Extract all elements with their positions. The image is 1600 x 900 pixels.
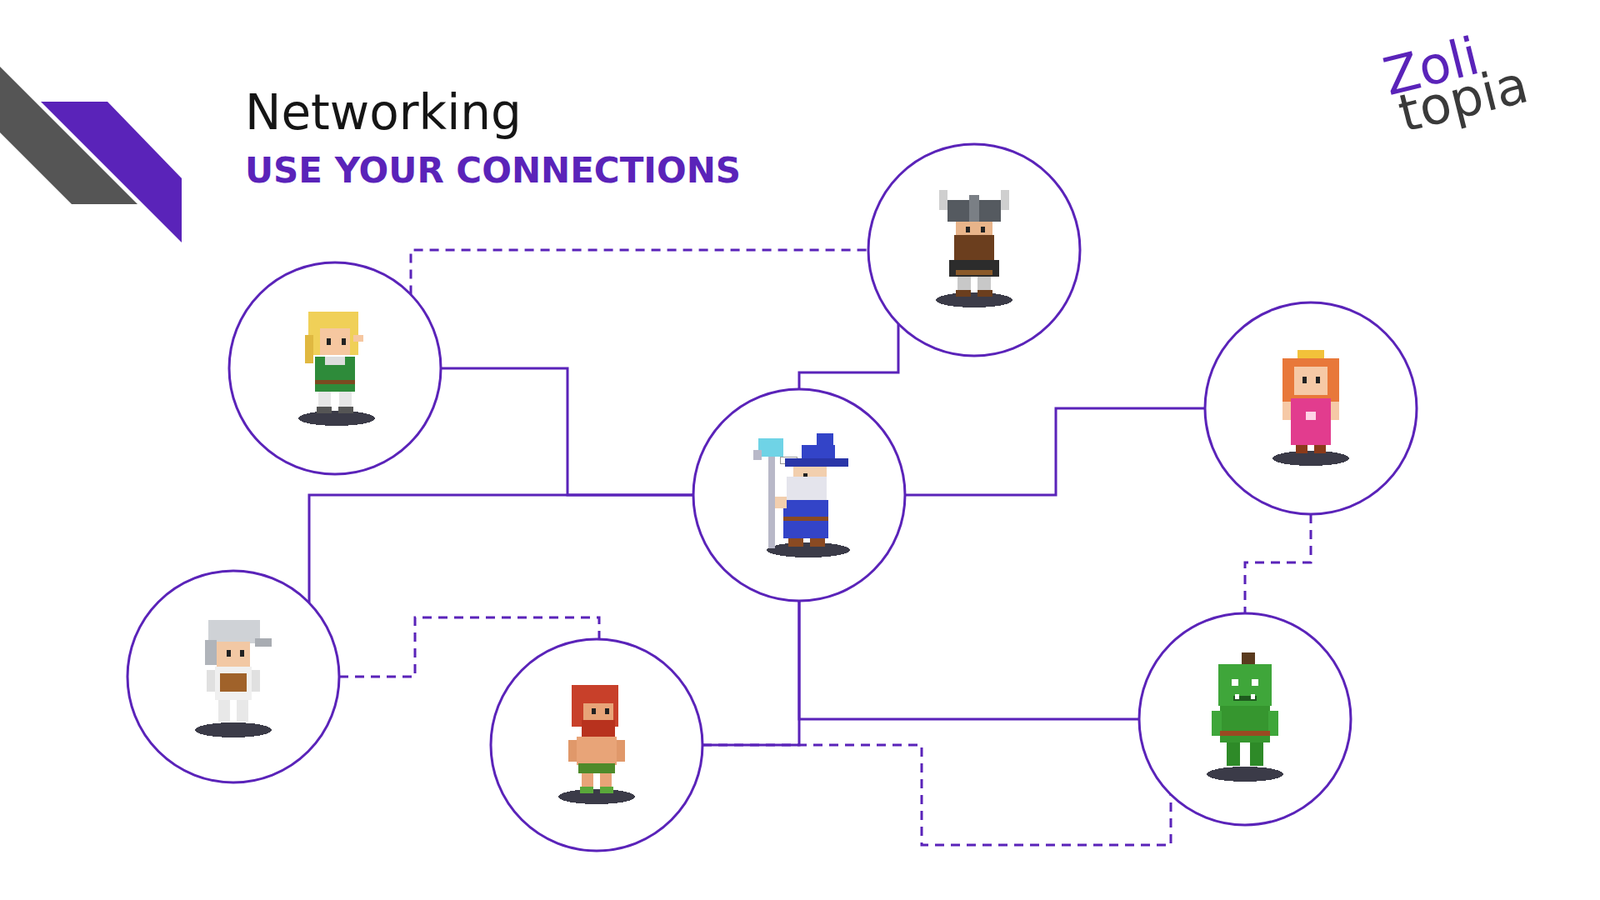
princess-circle <box>1203 300 1419 516</box>
connector-line <box>905 408 1205 495</box>
circle-outline <box>1137 611 1353 827</box>
circle-border <box>1205 302 1417 515</box>
viking-circle <box>866 142 1082 358</box>
purple-stripe <box>40 101 182 243</box>
barbarian-circle <box>489 637 705 853</box>
circle-outline <box>489 637 705 853</box>
dashed-connector <box>339 617 600 677</box>
subtitle: USE YOUR CONNECTIONS <box>245 151 741 190</box>
circle-border <box>868 144 1080 356</box>
orc-figure <box>1206 652 1284 782</box>
wizard-figure <box>753 433 850 558</box>
dashed-connector <box>410 250 869 295</box>
connector-line <box>799 324 899 390</box>
circle-outline <box>227 260 443 476</box>
elf-circle <box>227 260 443 476</box>
connector-line <box>309 495 694 603</box>
circle-border <box>490 639 703 851</box>
connector-line <box>440 368 694 495</box>
dashed-connector <box>1245 514 1311 614</box>
princess-figure <box>1272 350 1350 466</box>
circle-outline <box>1203 300 1419 516</box>
wizard-circle <box>691 387 907 603</box>
circle-border <box>693 389 905 601</box>
circle-outline <box>125 569 341 785</box>
circle-border <box>1139 613 1351 825</box>
barbarian-figure <box>558 685 635 805</box>
circle-outline <box>866 142 1082 358</box>
connector-line <box>799 600 1140 720</box>
connector-line <box>702 600 800 745</box>
viking-figure <box>935 190 1013 308</box>
circle-outline <box>691 387 907 603</box>
circle-border <box>229 262 441 475</box>
page-title: Networking <box>245 86 522 140</box>
orc-circle <box>1137 611 1353 827</box>
circle-border <box>127 570 340 783</box>
dashed-connector <box>702 745 1171 845</box>
knight-circle <box>125 569 341 785</box>
elf-figure <box>298 311 375 426</box>
knight-figure <box>195 620 272 738</box>
